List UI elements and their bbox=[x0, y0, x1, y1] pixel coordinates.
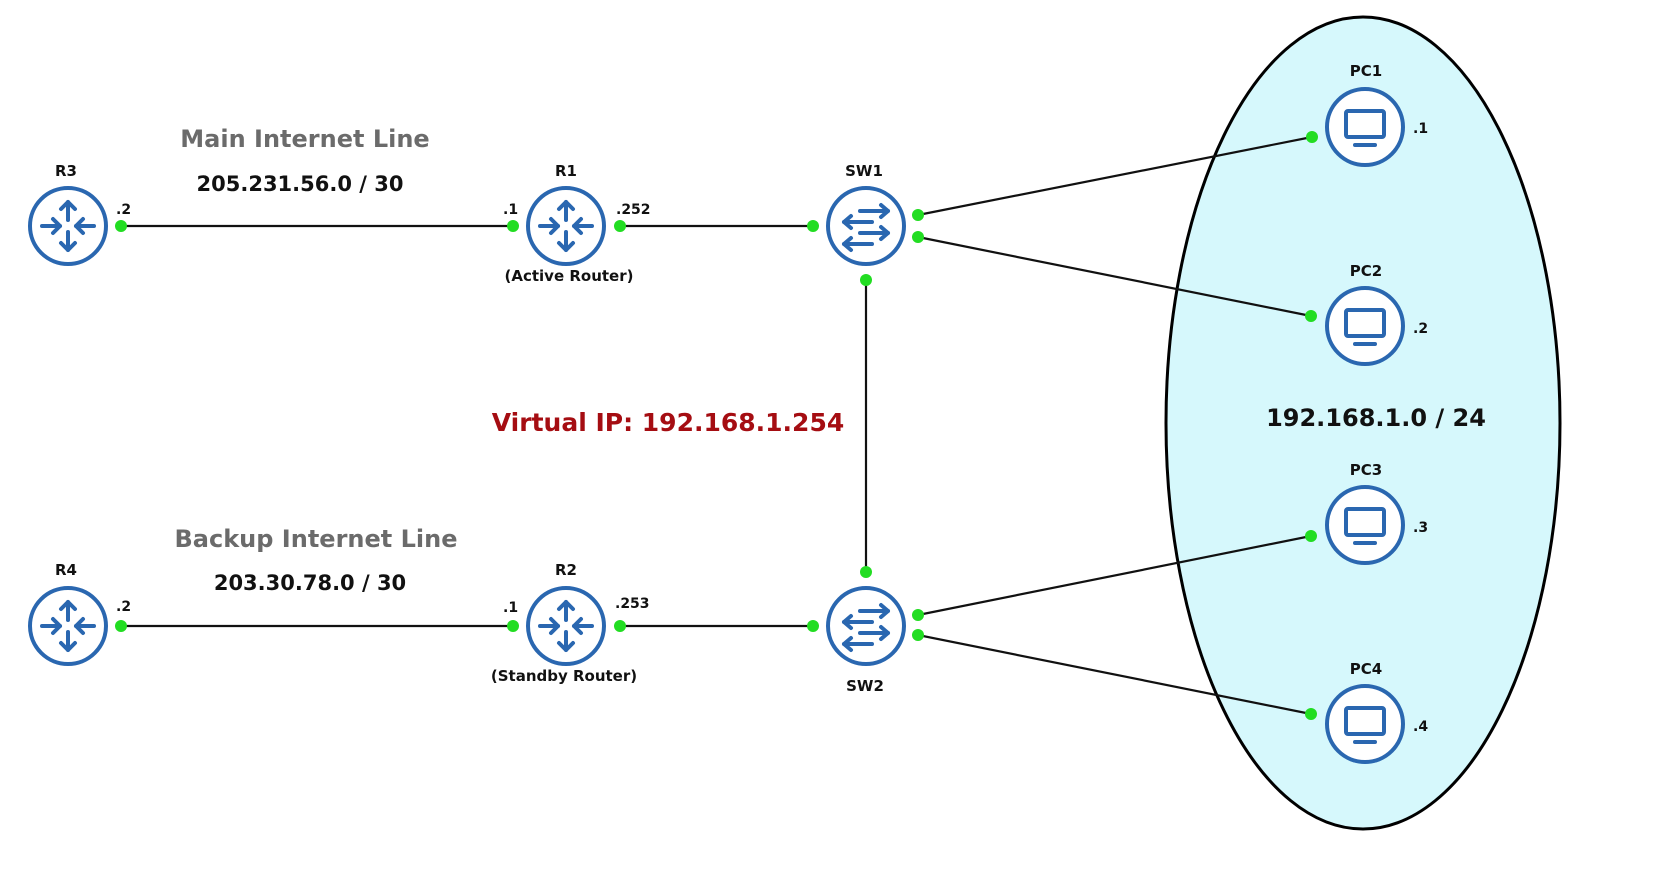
main-line-subnet: 205.231.56.0 / 30 bbox=[197, 172, 404, 196]
backup-line-title: Backup Internet Line bbox=[175, 525, 458, 553]
pc2-name: PC2 bbox=[1350, 262, 1382, 280]
r3-name: R3 bbox=[55, 162, 77, 180]
sw2-name: SW2 bbox=[846, 677, 884, 695]
port-pc1 bbox=[1306, 131, 1318, 143]
r2-iface-left-label: .1 bbox=[503, 600, 518, 616]
port-r3 bbox=[115, 220, 127, 232]
port-sw1-pc2 bbox=[912, 231, 924, 243]
pc4-name: PC4 bbox=[1350, 660, 1382, 678]
port-pc3 bbox=[1305, 530, 1317, 542]
pc3-iface-label: .3 bbox=[1413, 520, 1428, 536]
router-icon-r2[interactable] bbox=[526, 586, 606, 666]
port-r1-left bbox=[507, 220, 519, 232]
pc4-iface-label: .4 bbox=[1413, 719, 1428, 735]
link-sw2-pc4 bbox=[917, 633, 1312, 716]
port-sw2-pc4 bbox=[912, 629, 924, 641]
port-sw1-bottom bbox=[860, 274, 872, 286]
r4-name: R4 bbox=[55, 561, 77, 579]
pc1-name: PC1 bbox=[1350, 62, 1382, 80]
pc-icon-pc1[interactable] bbox=[1325, 87, 1405, 167]
backup-line-subnet: 203.30.78.0 / 30 bbox=[214, 571, 406, 595]
link-sw1-pc1 bbox=[917, 135, 1313, 217]
link-sw2-pc3 bbox=[917, 534, 1312, 617]
r1-role-label: (Active Router) bbox=[505, 267, 634, 285]
port-sw2-left bbox=[807, 620, 819, 632]
port-pc2 bbox=[1305, 310, 1317, 322]
port-r1-right bbox=[614, 220, 626, 232]
router-icon-r4[interactable] bbox=[28, 586, 108, 666]
pc3-name: PC3 bbox=[1350, 461, 1382, 479]
pc-icon-pc4[interactable] bbox=[1325, 684, 1405, 764]
pc-icon-pc2[interactable] bbox=[1325, 286, 1405, 366]
r2-name: R2 bbox=[555, 561, 577, 579]
links bbox=[121, 135, 1313, 716]
router-icon-r1[interactable] bbox=[526, 186, 606, 266]
pc1-iface-label: .1 bbox=[1413, 121, 1428, 137]
port-r2-right bbox=[614, 620, 626, 632]
port-sw2-pc3 bbox=[912, 609, 924, 621]
r4-iface-label: .2 bbox=[116, 599, 131, 615]
r3-iface-label: .2 bbox=[116, 202, 131, 218]
main-line-title: Main Internet Line bbox=[180, 125, 429, 153]
virtual-ip-label: Virtual IP: 192.168.1.254 bbox=[492, 408, 844, 437]
pc-icon-pc3[interactable] bbox=[1325, 485, 1405, 565]
r1-iface-left-label: .1 bbox=[503, 202, 518, 218]
pc2-iface-label: .2 bbox=[1413, 321, 1428, 337]
lan-ellipse bbox=[1164, 15, 1562, 831]
port-sw1-left bbox=[807, 220, 819, 232]
port-pc4 bbox=[1305, 708, 1317, 720]
link-sw1-pc2 bbox=[917, 235, 1312, 318]
switch-icon-sw1[interactable] bbox=[826, 186, 906, 266]
r2-iface-right-label: .253 bbox=[615, 596, 650, 612]
switch-icon-sw2[interactable] bbox=[826, 586, 906, 666]
r1-iface-right-label: .252 bbox=[616, 202, 651, 218]
r2-role-label: (Standby Router) bbox=[491, 667, 637, 685]
sw1-name: SW1 bbox=[845, 162, 883, 180]
ports bbox=[115, 131, 1318, 720]
r1-name: R1 bbox=[555, 162, 577, 180]
port-r2-left bbox=[507, 620, 519, 632]
port-r4 bbox=[115, 620, 127, 632]
lan-subnet-label: 192.168.1.0 / 24 bbox=[1266, 404, 1486, 432]
port-sw1-pc1 bbox=[912, 209, 924, 221]
router-icon-r3[interactable] bbox=[28, 186, 108, 266]
port-sw2-top bbox=[860, 566, 872, 578]
